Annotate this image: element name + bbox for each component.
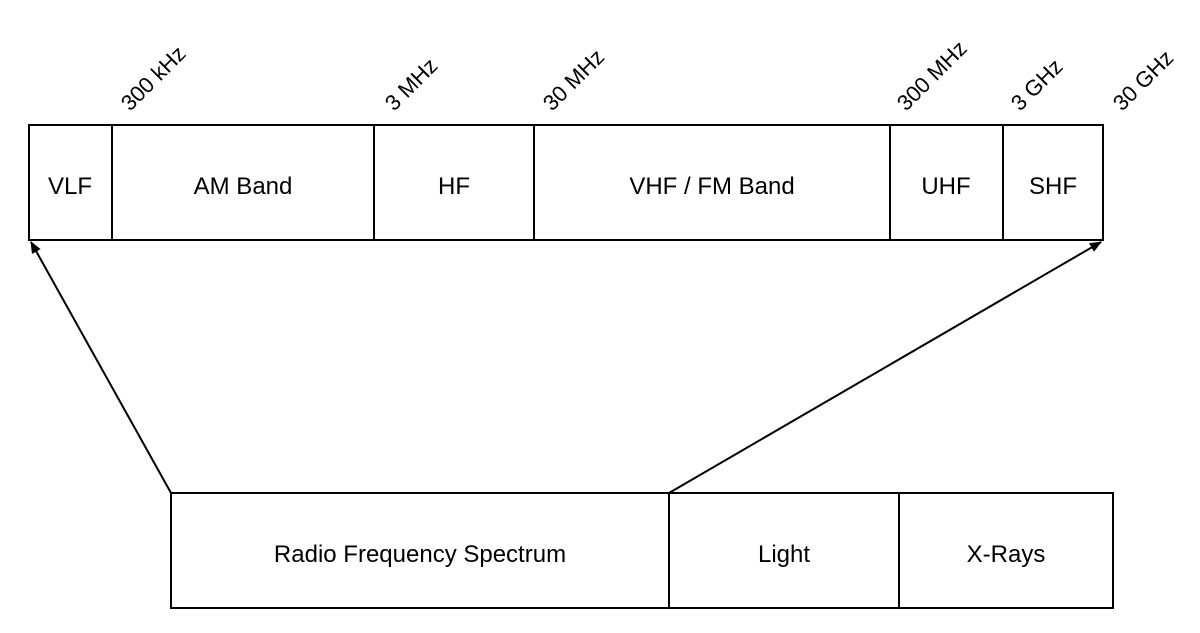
spectrum-bar: Radio Frequency Spectrum Light X-Rays xyxy=(170,492,1114,609)
frequency-labels: 300 kHz 3 MHz 30 MHz 300 MHz 3 GHz 30 GH… xyxy=(116,36,1178,116)
segment-cell-radio xyxy=(170,492,670,609)
freq-label-300khz: 300 kHz xyxy=(116,41,191,116)
band-bar: VLF AM Band HF VHF / FM Band UHF SHF xyxy=(28,124,1104,241)
band-label-uhf: UHF xyxy=(921,173,970,200)
band-label-vlf: VLF xyxy=(48,173,92,200)
zoom-arrow-left xyxy=(30,241,172,494)
band-cell-vhf-fm xyxy=(533,124,891,241)
segment-cell-light xyxy=(668,492,900,609)
freq-label-3ghz: 3 GHz xyxy=(1006,54,1068,116)
band-label-vhf-fm: VHF / FM Band xyxy=(629,173,794,200)
band-cell-vlf xyxy=(28,124,113,241)
band-label-hf: HF xyxy=(438,173,470,200)
freq-label-3mhz: 3 MHz xyxy=(380,53,443,116)
band-label-shf: SHF xyxy=(1029,173,1077,200)
band-cell-hf xyxy=(373,124,535,241)
band-label-am: AM Band xyxy=(194,173,293,200)
band-cell-shf xyxy=(1002,124,1104,241)
freq-label-300mhz: 300 MHz xyxy=(892,36,972,116)
freq-label-30ghz: 30 GHz xyxy=(1108,45,1178,115)
band-cell-uhf xyxy=(889,124,1004,241)
segment-cell-xrays xyxy=(898,492,1114,609)
segment-label-radio: Radio Frequency Spectrum xyxy=(274,541,566,568)
freq-label-30mhz: 30 MHz xyxy=(538,44,609,115)
segment-label-light: Light xyxy=(758,541,810,568)
segment-label-xrays: X-Rays xyxy=(967,541,1046,568)
zoom-arrow-right xyxy=(668,241,1102,494)
band-cell-am xyxy=(111,124,375,241)
